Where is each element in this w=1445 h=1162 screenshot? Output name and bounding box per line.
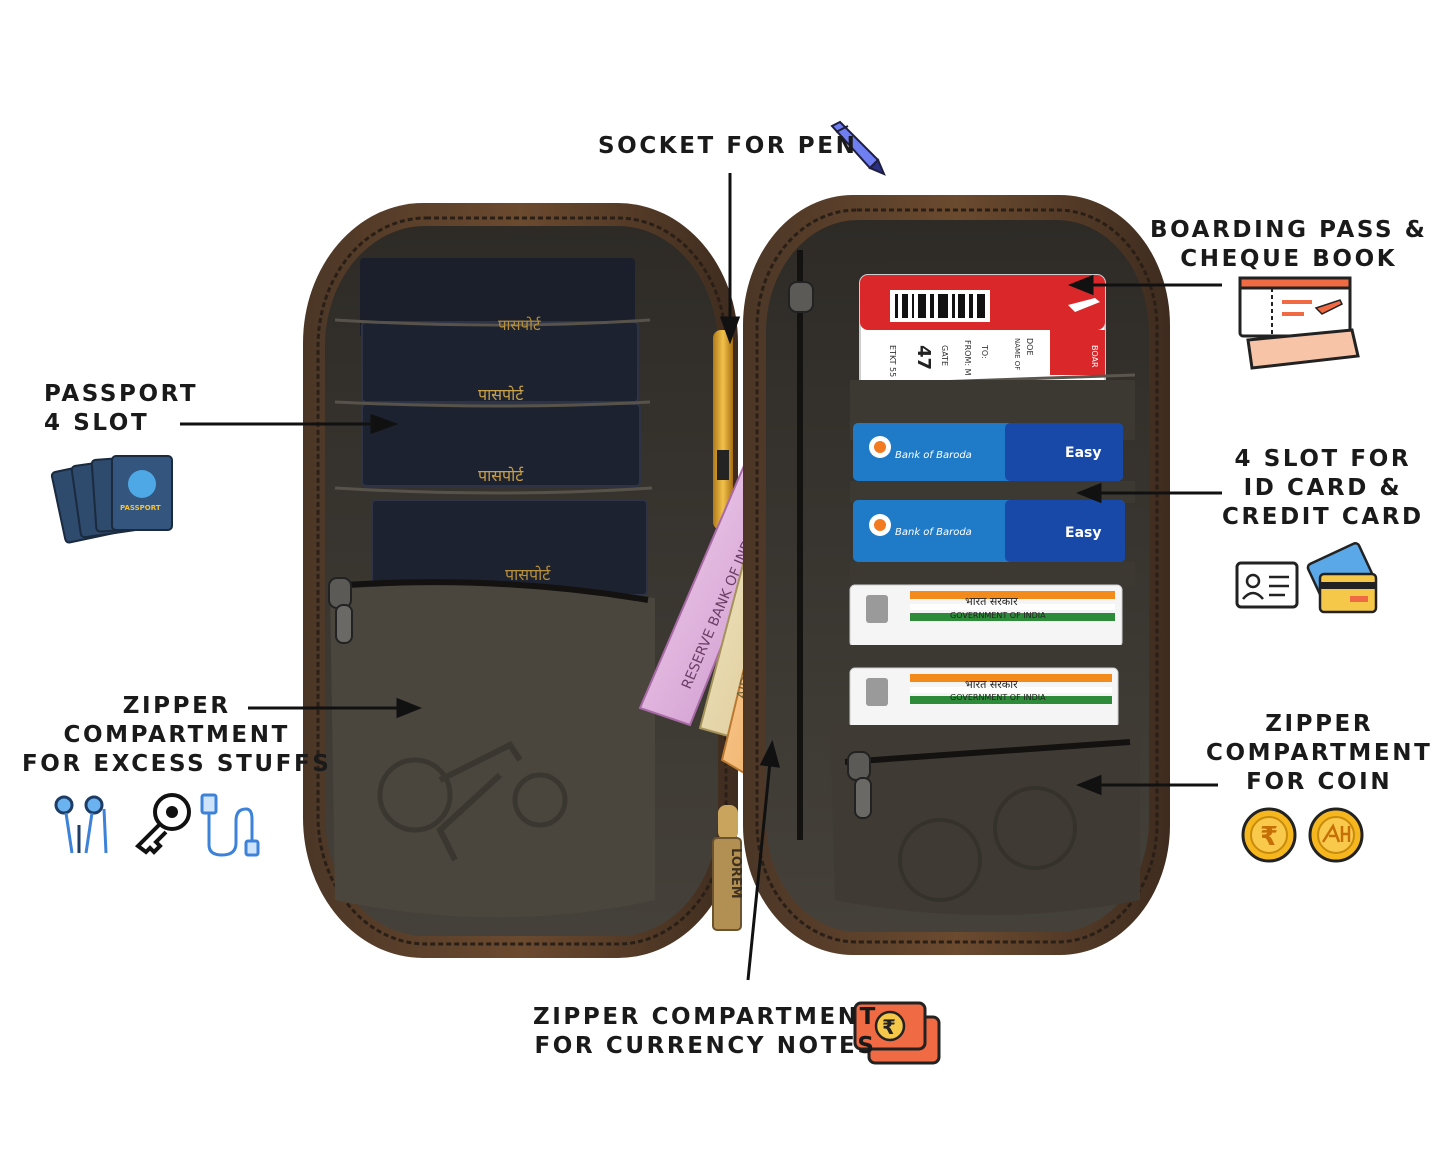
coin-label: ZIPPER COMPARTMENT FOR COIN — [1206, 710, 1432, 797]
excess-stuff-label-line3: FOR EXCESS STUFFS — [22, 751, 332, 777]
id-card-2-hindi: भारत सरकार — [965, 678, 1018, 691]
card-pocket-divider-3 — [848, 645, 1133, 670]
boarding-name-value: DOE — [1025, 338, 1034, 356]
bank-card-2-brand: Easy — [1065, 525, 1101, 541]
excess-stuff-label-line1: ZIPPER — [122, 693, 231, 719]
coin-zipper-pocket — [830, 725, 1140, 915]
boarding-gate-label: GATE — [940, 345, 949, 366]
cards-label-line2: ID CARD & — [1243, 475, 1403, 501]
id-card-1 — [849, 584, 1123, 648]
cards-label-line1: 4 SLOT FOR — [1234, 446, 1412, 472]
bank-card-2 — [853, 500, 1125, 562]
earphones-icon — [54, 795, 108, 854]
passport-icon: PASSPORT — [50, 455, 173, 544]
pen-socket-label: SOCKET FOR PEN — [598, 132, 857, 161]
boarding-name: NAME OF — [1013, 338, 1021, 370]
boarding-pass-label-line2: CHEQUE BOOK — [1180, 246, 1398, 272]
boarding-ticket: ETKT 55 — [888, 345, 897, 377]
bank-card-1-name: Bank of Baroda — [895, 450, 972, 461]
id-card-2 — [849, 667, 1119, 729]
boarding-pass-label-line1: BOARDING PASS & — [1150, 217, 1428, 243]
cash-icon: ₹ — [853, 1001, 941, 1065]
boarding-from: FROM: M — [963, 340, 972, 376]
key-icon — [134, 793, 191, 855]
passport-label-line2: 4 SLOT — [44, 410, 150, 436]
excess-stuff-label-line2: COMPARTMENT — [63, 722, 290, 748]
passport-word-3: पासपोर्ट — [478, 466, 524, 485]
passport-word-4: पासपोर्ट — [505, 565, 551, 584]
coin-label-line2: COMPARTMENT — [1206, 740, 1433, 766]
card-pocket-divider-1 — [850, 481, 1135, 503]
bank-card-2-name: Bank of Baroda — [895, 527, 972, 538]
bank-card-1-brand: Easy — [1065, 445, 1101, 461]
cards-label: 4 SLOT FOR ID CARD & CREDIT CARD — [1222, 445, 1424, 532]
passport-icon-text: PASSPORT — [120, 504, 161, 512]
id-card-2-english: GOVERNMENT OF INDIA — [950, 693, 1046, 702]
zipper-pull-text: LOREM — [728, 848, 743, 899]
boarding-to: TO: — [980, 344, 989, 359]
currency-notes-label-line2: FOR CURRENCY NOTES — [534, 1033, 877, 1059]
cards-label-line3: CREDIT CARD — [1222, 504, 1424, 530]
boarding-pass-label: BOARDING PASS & CHEQUE BOOK — [1150, 216, 1427, 274]
boarding-pass — [859, 274, 1106, 396]
rupee-coin-icon: ₹ — [1241, 807, 1297, 863]
zipper-pull — [712, 805, 742, 931]
id-card-1-english: GOVERNMENT OF INDIA — [950, 611, 1046, 620]
coin-label-line1: ZIPPER — [1265, 711, 1374, 737]
bank-card-1 — [853, 423, 1123, 481]
card-pocket-divider-2 — [850, 562, 1135, 587]
usb-cable-icon — [200, 793, 260, 857]
credit-card-icon — [1306, 542, 1378, 614]
boarding-word: BOAR — [1090, 345, 1099, 368]
boarding-gate-number: 47 — [913, 345, 934, 370]
excess-zipper-pocket — [328, 577, 655, 918]
excess-stuff-label: ZIPPER COMPARTMENT FOR EXCESS STUFFS — [22, 692, 331, 779]
passport-label: PASSPORT 4 SLOT — [44, 380, 198, 438]
ticket-icon — [1238, 276, 1360, 370]
svg-text:₹: ₹ — [1260, 822, 1278, 852]
currency-notes-label: ZIPPER COMPARTMENT FOR CURRENCY NOTES — [533, 1003, 878, 1061]
passport-stack — [334, 258, 653, 596]
passport-word-1: पासपोर्ट — [498, 316, 541, 334]
coin-icon — [1308, 807, 1364, 863]
pointer-lines — [180, 173, 1222, 981]
id-card-1-hindi: भारत सरकार — [965, 595, 1018, 608]
svg-text:₹: ₹ — [882, 1015, 896, 1039]
id-card-icon — [1235, 561, 1299, 609]
passport-label-line1: PASSPORT — [44, 381, 199, 407]
passport-word-2: पासपोर्ट — [478, 385, 524, 404]
coin-label-line3: FOR COIN — [1246, 769, 1393, 795]
pen-icon — [830, 120, 886, 176]
pen-socket-label-line: SOCKET FOR PEN — [598, 133, 858, 159]
currency-notes-label-line1: ZIPPER COMPARTMENT — [533, 1004, 878, 1030]
